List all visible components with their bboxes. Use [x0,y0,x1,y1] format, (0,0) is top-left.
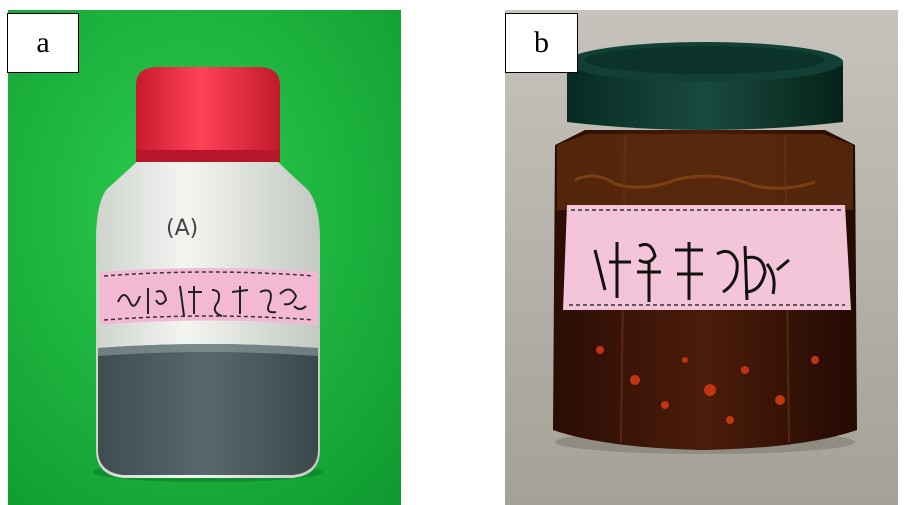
pink-sticker [563,205,851,310]
jar-photo [505,10,898,505]
pink-sticker [100,268,318,325]
bottle-photo: (A) [8,10,401,505]
photo-b [505,10,898,505]
dark-liquid [98,344,318,475]
panel-label-b: b [505,13,578,73]
red-cap [136,67,280,160]
cap-text: (A) [166,216,198,241]
panel-label-a: a [7,13,79,73]
photo-a: (A) [8,10,401,505]
